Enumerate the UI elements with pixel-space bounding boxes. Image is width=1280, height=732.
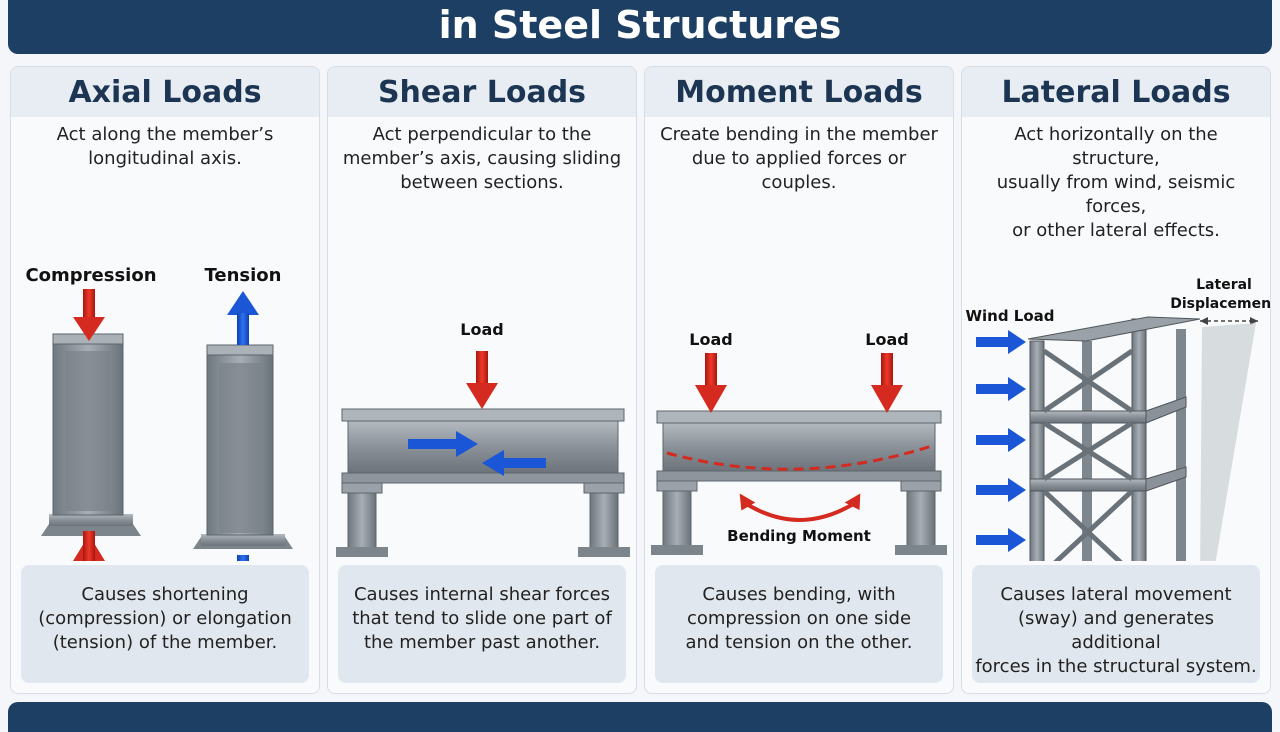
shear-beam (341, 408, 625, 484)
effect-box: Causes internal shear forces that tend t… (338, 565, 626, 683)
description-line: due to applied forces or couples. (691, 148, 907, 193)
right-support (895, 480, 947, 555)
lateral-displacement-label-1: Lateral (1196, 277, 1252, 293)
description-line: member’s axis, causing sliding (342, 148, 622, 169)
compression-column (41, 333, 141, 536)
effect-line: Causes lateral movement (1000, 584, 1232, 605)
panel-moment-loads: Moment Loads Create bending in the membe… (644, 66, 954, 694)
compression-label: Compression (25, 265, 156, 286)
shear-arrow-left (482, 450, 546, 476)
wind-arrow (976, 330, 1026, 354)
lateral-illustration: Wind Load Lateral Displacement (965, 277, 1270, 561)
description-line: usually from wind, seismic forces, (996, 172, 1236, 217)
description-line: Act perpendicular to the (372, 124, 592, 145)
moment-illustration: Load Load Bendi (651, 330, 947, 555)
description-line: between sections. (400, 172, 564, 193)
description-line: Act along the member’s (56, 124, 274, 145)
panel-header: Axial Loads (11, 67, 319, 117)
effect-box: Causes bending, with compression on one … (655, 565, 943, 683)
tension-label: Tension (205, 265, 282, 286)
footer-bar (8, 702, 1272, 732)
wind-arrow (976, 478, 1026, 502)
shear-arrow-right (408, 431, 478, 457)
tension-load-arrow (227, 291, 259, 345)
panel-header: Lateral Loads (962, 67, 1270, 117)
load-label-left: Load (689, 330, 732, 349)
panel-lateral-loads: Lateral Loads Act horizontally on the st… (961, 66, 1271, 694)
wind-arrows (976, 330, 1026, 552)
effect-box: Causes lateral movement (sway) and gener… (972, 565, 1260, 683)
effect-line: (tension) of the member. (52, 632, 278, 653)
steel-frame (1027, 316, 1201, 561)
panel-description: Act along the member’s longitudinal axis… (19, 123, 311, 171)
effect-line: and tension on the other. (685, 632, 913, 653)
load-label: Load (460, 320, 503, 339)
description-line: Act horizontally on the structure, (1014, 124, 1218, 169)
bending-moment-label: Bending Moment (727, 527, 871, 545)
panel-axial-loads: Axial Loads Act along the member’s longi… (10, 66, 320, 694)
effect-box: Causes shortening (compression) or elong… (21, 565, 309, 683)
effect-line: Causes internal shear forces (353, 584, 611, 605)
effect-line: that tend to slide one part of (352, 608, 612, 629)
panel-description: Create bending in the member due to appl… (653, 123, 945, 195)
title-banner: in Steel Structures (8, 0, 1272, 54)
panel-shear-loads: Shear Loads Act perpendicular to the mem… (327, 66, 637, 694)
effect-line: Causes shortening (81, 584, 249, 605)
lateral-displacement-label-2: Displacement (1170, 296, 1270, 312)
description-line: longitudinal axis. (88, 148, 242, 169)
wind-arrow (976, 428, 1026, 452)
panel-title: Shear Loads (377, 75, 587, 110)
left-support (336, 482, 388, 557)
tension-column (193, 344, 293, 549)
axial-illustration: Compression Tension (25, 265, 293, 561)
panel-title: Lateral Loads (1001, 75, 1231, 110)
effect-line: Causes bending, with (702, 584, 896, 605)
compression-reaction-arrow (73, 531, 105, 561)
load-arrow (466, 351, 498, 409)
effect-line: compression on one side (686, 608, 912, 629)
page-title: in Steel Structures (438, 3, 842, 47)
description-line: Create bending in the member (660, 124, 938, 145)
moment-beam (656, 410, 942, 482)
bending-moment-arrow (739, 493, 861, 522)
load-arrow-right (871, 353, 903, 413)
description-line: or other lateral effects. (1012, 220, 1220, 241)
tension-reaction-arrow (237, 555, 249, 561)
panel-title: Moment Loads (675, 75, 923, 110)
wind-arrow (976, 528, 1026, 552)
load-label-right: Load (865, 330, 908, 349)
displacement-indicator (1200, 317, 1258, 561)
deflection-curve (666, 443, 936, 471)
right-support (578, 482, 630, 557)
left-support (651, 480, 703, 555)
wind-load-label: Wind Load (965, 307, 1054, 325)
effect-line: the member past another. (363, 632, 601, 653)
panel-title: Axial Loads (68, 75, 262, 110)
panel-header: Moment Loads (645, 67, 953, 117)
effect-line: (sway) and generates additional (1017, 608, 1215, 653)
panel-description: Act perpendicular to the member’s axis, … (336, 123, 628, 195)
effect-line: forces in the structural system. (975, 656, 1257, 677)
panel-header: Shear Loads (328, 67, 636, 117)
panel-description: Act horizontally on the structure, usual… (970, 123, 1262, 243)
wind-arrow (976, 377, 1026, 401)
compression-load-arrow (73, 289, 105, 341)
shear-illustration: Load (336, 320, 630, 557)
load-arrow-left (695, 353, 727, 413)
effect-line: (compression) or elongation (38, 608, 292, 629)
